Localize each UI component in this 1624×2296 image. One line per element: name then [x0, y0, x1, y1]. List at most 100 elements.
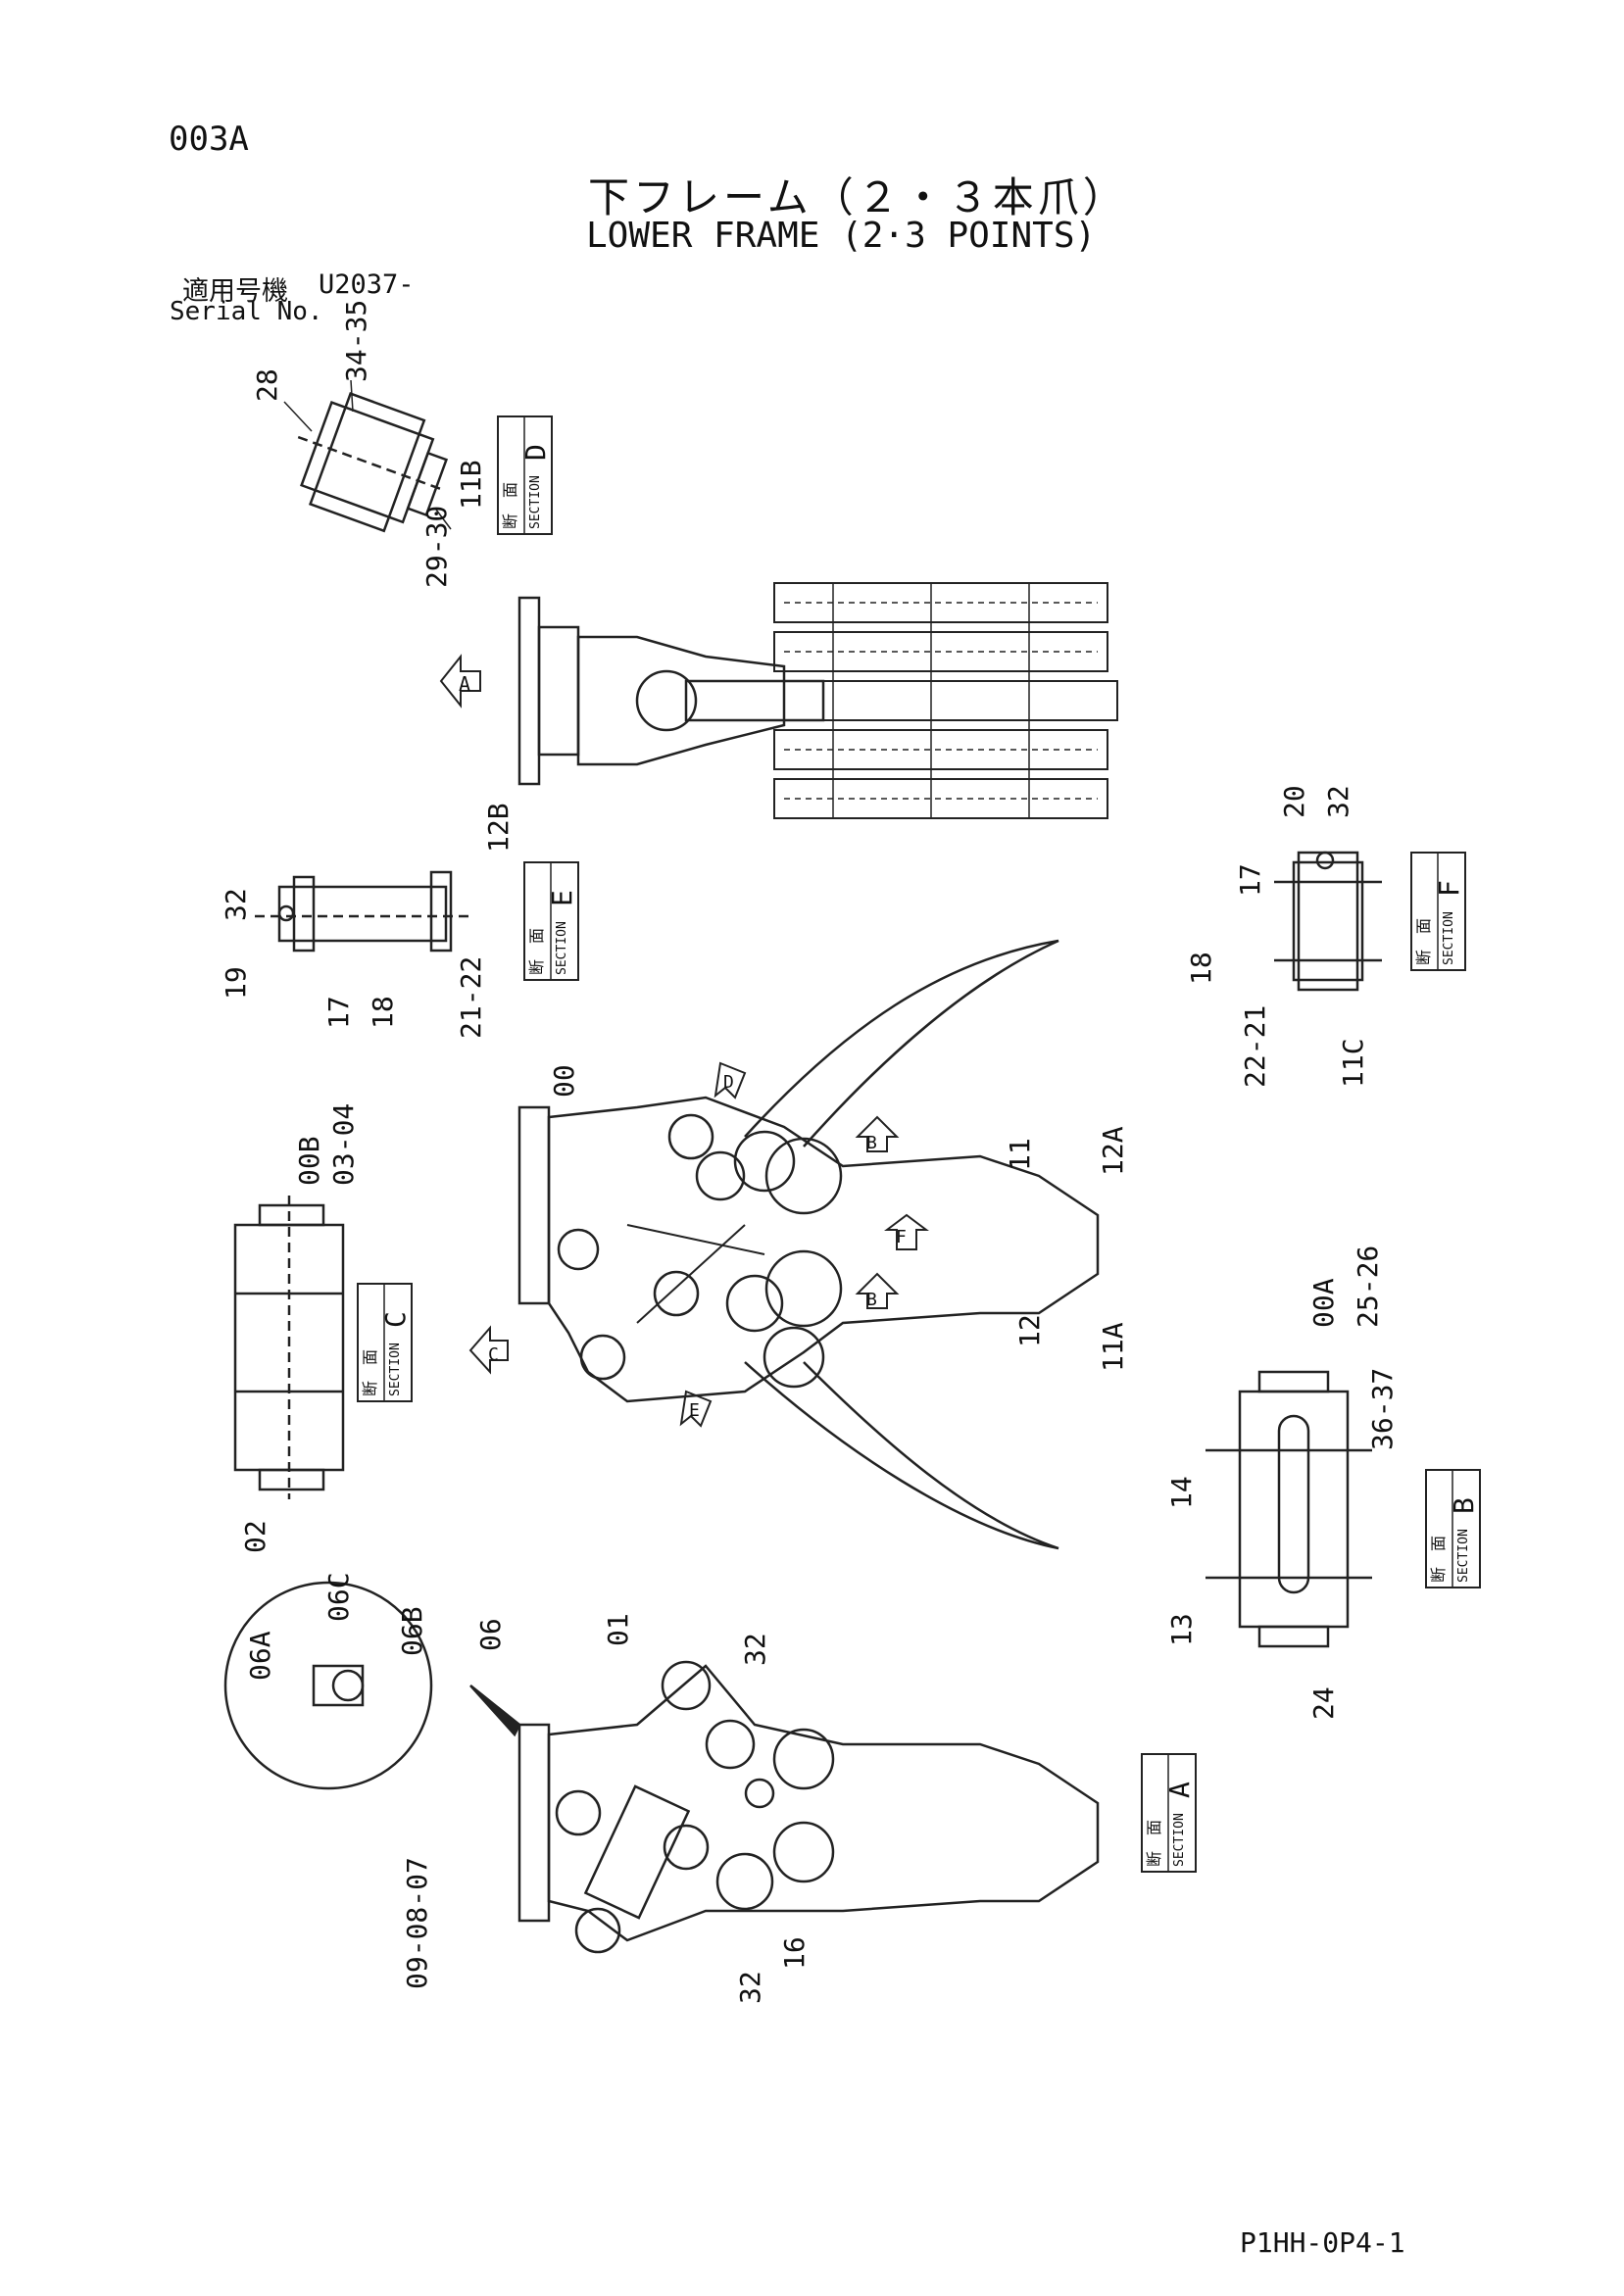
view-arrow-e: E [679, 1390, 713, 1428]
section-c-detail [233, 1196, 345, 1499]
section-letter-a: A [1163, 1782, 1196, 1798]
section-b-labels: 00A 25-26 36-37 14 13 24 [1165, 1246, 1399, 1720]
svg-text:02: 02 [239, 1520, 271, 1553]
svg-text:A: A [459, 672, 470, 696]
svg-text:32: 32 [734, 1971, 766, 2004]
section-letter-d: D [519, 444, 552, 461]
section-c-labels: 00B 03-04 02 [239, 1103, 360, 1553]
svg-text:12B: 12B [482, 803, 515, 853]
svg-text:12: 12 [1013, 1314, 1046, 1347]
part-label: 11B [455, 460, 487, 510]
svg-text:13: 13 [1165, 1613, 1198, 1646]
svg-text:32: 32 [1322, 785, 1354, 818]
section-d-stamp: 断 面 SECTION D [497, 415, 553, 535]
svg-text:F: F [896, 1227, 907, 1247]
svg-text:03-04: 03-04 [327, 1103, 360, 1186]
main-view-labels: 00 11 12A 12 11A [548, 1064, 1129, 1372]
svg-text:断 面: 断 面 [1429, 1536, 1448, 1583]
svg-text:断 面: 断 面 [361, 1349, 379, 1396]
svg-text:D: D [723, 1072, 734, 1093]
svg-text:21-22: 21-22 [455, 956, 487, 1039]
view-arrow-b-upper: B [855, 1115, 900, 1153]
svg-text:06: 06 [474, 1618, 507, 1651]
view-arrow-d: D [714, 1061, 747, 1099]
part-label: 34-35 [340, 300, 372, 382]
view-arrow-a: A [439, 654, 481, 708]
part-label: 28 [251, 368, 283, 402]
svg-text:断 面: 断 面 [527, 928, 546, 975]
title-japanese: 下フレーム（２・３本爪） [588, 173, 1128, 221]
top-view-assembly [517, 582, 1118, 819]
svg-text:SECTION: SECTION [1172, 1813, 1187, 1867]
svg-text:32: 32 [739, 1633, 771, 1666]
section-c-stamp: 断 面 SECTION C [357, 1283, 413, 1402]
svg-text:17: 17 [1234, 863, 1266, 897]
section-letter-c: C [379, 1311, 412, 1328]
svg-text:00: 00 [548, 1064, 580, 1098]
svg-text:06A: 06A [244, 1631, 276, 1681]
svg-text:B: B [866, 1290, 877, 1310]
svg-text:19: 19 [220, 966, 252, 1000]
part-label: 29-30 [420, 506, 453, 588]
section-letter-e: E [546, 890, 578, 906]
drawing-number: P1HH-0P4-1 [1240, 2226, 1405, 2259]
svg-text:22-21: 22-21 [1239, 1005, 1271, 1088]
title-english: LOWER FRAME (2·3 POINTS) [586, 216, 1097, 256]
svg-text:17: 17 [322, 996, 355, 1029]
svg-text:SECTION: SECTION [1442, 911, 1456, 965]
svg-text:SECTION: SECTION [555, 921, 569, 975]
svg-text:C: C [488, 1344, 499, 1365]
svg-text:12A: 12A [1097, 1126, 1129, 1176]
svg-text:E: E [689, 1400, 700, 1421]
section-a-detail-circle [223, 1581, 521, 1790]
section-f-labels: 20 32 17 18 22-21 11C [1185, 785, 1369, 1088]
svg-text:11: 11 [1004, 1138, 1036, 1171]
view-arrow-f: F [884, 1213, 929, 1250]
svg-text:11C: 11C [1337, 1038, 1369, 1088]
section-e-detail [255, 870, 470, 953]
section-b-stamp: 断 面 SECTION B [1425, 1469, 1481, 1588]
main-view-assembly [517, 939, 1100, 1550]
svg-text:09-08-07: 09-08-07 [401, 1857, 433, 1989]
section-letter-f: F [1433, 880, 1465, 897]
svg-text:25-26: 25-26 [1352, 1246, 1384, 1328]
svg-text:36-37: 36-37 [1366, 1368, 1399, 1450]
section-a-assembly [517, 1660, 1100, 1954]
view-arrow-c: C [468, 1325, 509, 1375]
svg-text:06B: 06B [396, 1606, 428, 1656]
serial-label-japanese: 適用号機 [182, 276, 288, 307]
svg-text:断 面: 断 面 [1414, 918, 1433, 965]
svg-text:24: 24 [1307, 1686, 1340, 1720]
section-a-stamp: 断 面 SECTION A [1141, 1753, 1197, 1873]
svg-text:B: B [866, 1133, 877, 1153]
svg-text:16: 16 [778, 1936, 811, 1970]
section-b-detail [1206, 1370, 1372, 1648]
svg-text:SECTION: SECTION [528, 475, 543, 529]
svg-text:断 面: 断 面 [1145, 1820, 1163, 1867]
svg-text:18: 18 [367, 996, 399, 1029]
view-arrow-b-lower: B [855, 1272, 900, 1310]
svg-text:20: 20 [1278, 785, 1310, 818]
page-code: 003A [169, 120, 249, 159]
serial-label-english: Serial No. [170, 297, 323, 326]
svg-text:SECTION: SECTION [388, 1343, 403, 1396]
section-f-detail [1274, 851, 1382, 992]
section-a-labels: 06A 06C 06B 06 01 32 09-08-07 32 16 [244, 1572, 811, 2004]
serial-value: U2037- [319, 269, 415, 300]
section-e-stamp: 断 面 SECTION E [523, 861, 579, 981]
svg-text:01: 01 [602, 1613, 634, 1646]
svg-text:SECTION: SECTION [1456, 1529, 1471, 1583]
svg-text:00B: 00B [293, 1136, 325, 1186]
svg-text:32: 32 [220, 888, 252, 921]
svg-text:06C: 06C [322, 1572, 355, 1622]
section-d-labels: 28 34-35 11B 29-30 [251, 300, 487, 588]
svg-text:00A: 00A [1307, 1278, 1340, 1328]
svg-text:断 面: 断 面 [501, 482, 519, 529]
section-e-labels: 12B 32 19 17 18 21-22 [220, 803, 515, 1039]
svg-text:18: 18 [1185, 952, 1217, 985]
section-f-stamp: 断 面 SECTION F [1410, 852, 1466, 971]
svg-text:14: 14 [1165, 1476, 1198, 1509]
svg-text:11A: 11A [1097, 1322, 1129, 1372]
section-letter-b: B [1448, 1497, 1480, 1514]
